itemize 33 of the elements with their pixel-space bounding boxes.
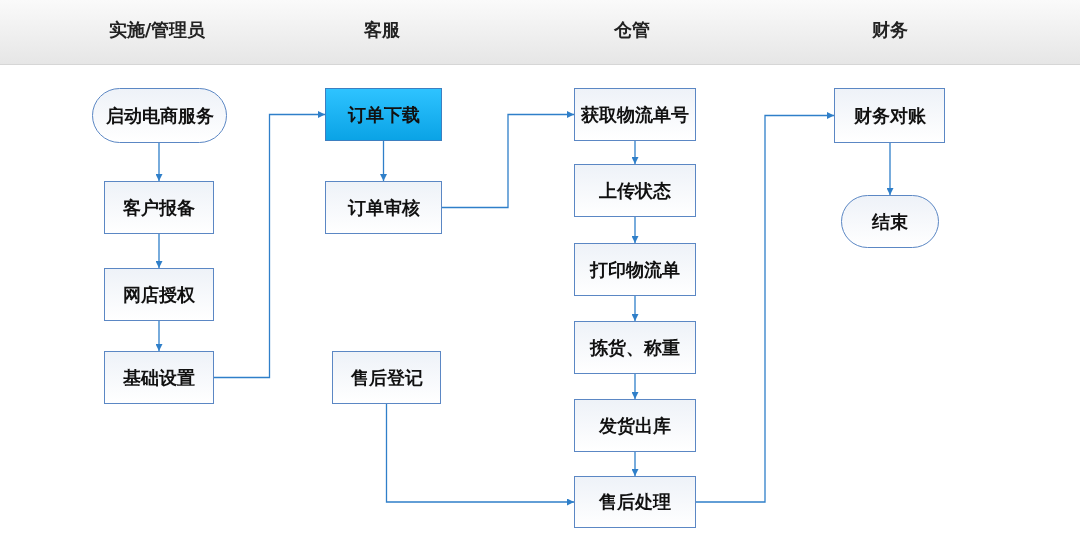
process-box: 售后处理	[574, 476, 696, 528]
arrow	[631, 140, 639, 165]
process-box: 售后登记	[332, 351, 441, 404]
process-box: 订单审核	[325, 181, 442, 234]
arrow	[886, 142, 894, 196]
process-box: 打印物流单	[574, 243, 696, 296]
arrow	[213, 111, 326, 379]
column-header: 客服	[364, 18, 400, 42]
arrow	[631, 373, 639, 400]
process-box: 上传状态	[574, 164, 696, 217]
arrow	[695, 112, 835, 503]
process-box: 拣货、称重	[574, 321, 696, 374]
process-box: 基础设置	[104, 351, 214, 404]
arrow	[155, 142, 163, 182]
column-header: 仓管	[614, 18, 650, 42]
process-box: 客户报备	[104, 181, 214, 234]
terminal-box: 启动电商服务	[92, 88, 227, 143]
arrow	[380, 140, 387, 182]
arrow	[155, 320, 163, 352]
arrow	[441, 111, 575, 209]
process-box: 获取物流单号	[574, 88, 696, 141]
process-box: 网店授权	[104, 268, 214, 321]
column-header: 实施/管理员	[108, 18, 206, 42]
arrow	[631, 295, 639, 322]
process-box: 发货出库	[574, 399, 696, 452]
arrow	[385, 403, 575, 506]
process-box: 财务对账	[834, 88, 945, 143]
arrow	[631, 451, 639, 477]
terminal-box: 结束	[841, 195, 939, 248]
arrow	[631, 216, 639, 244]
arrow	[155, 233, 163, 269]
column-header: 财务	[872, 18, 908, 42]
process-box: 订单下载	[325, 88, 442, 141]
